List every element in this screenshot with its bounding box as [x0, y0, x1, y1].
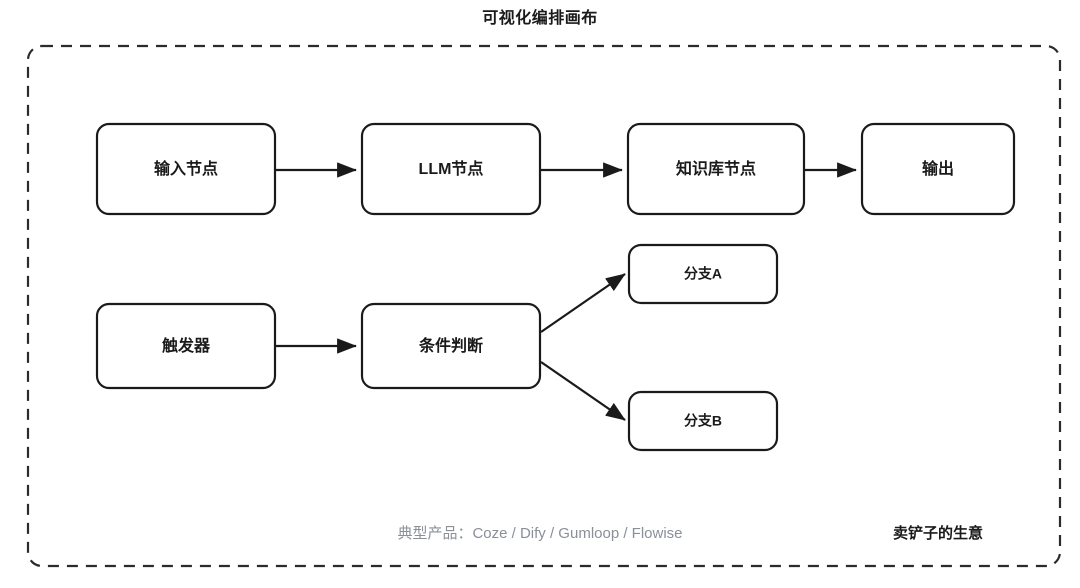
- page-title: 可视化编排画布: [482, 10, 598, 27]
- node-branch-b[interactable]: 分支B: [627, 390, 779, 452]
- node-llm[interactable]: LLM节点: [360, 122, 542, 216]
- node-input-box[interactable]: [95, 122, 277, 216]
- node-input-label: 输入节点: [154, 159, 218, 178]
- node-llm-label: LLM节点: [419, 159, 484, 178]
- node-trigger-box[interactable]: [95, 302, 277, 390]
- node-branch-a-label: 分支A: [684, 266, 722, 282]
- node-knowledge-base-box[interactable]: [626, 122, 806, 216]
- node-knowledge-base[interactable]: 知识库节点: [626, 122, 806, 216]
- node-condition[interactable]: 条件判断: [360, 302, 542, 390]
- node-branch-b-label: 分支B: [684, 413, 722, 429]
- node-condition-box[interactable]: [360, 302, 542, 390]
- canvas-frame: [26, 44, 1062, 568]
- node-branch-a-box[interactable]: [627, 243, 779, 305]
- node-branch-a[interactable]: 分支A: [627, 243, 779, 305]
- footnote-typical-products: 典型产品：Coze / Dify / Gumloop / Flowise: [397, 525, 682, 542]
- edge-condition-to-branch-a: [540, 273, 626, 333]
- node-output-label: 输出: [922, 159, 954, 178]
- node-llm-box[interactable]: [360, 122, 542, 216]
- node-condition-label: 条件判断: [418, 336, 483, 355]
- edge-condition-to-branch-b: [540, 361, 626, 421]
- node-output[interactable]: 输出: [860, 122, 1016, 216]
- node-knowledge-base-label: 知识库节点: [676, 159, 756, 178]
- node-output-box[interactable]: [860, 122, 1016, 216]
- node-trigger[interactable]: 触发器: [95, 302, 277, 390]
- node-input[interactable]: 输入节点: [95, 122, 277, 216]
- node-trigger-label: 触发器: [161, 336, 211, 355]
- node-branch-b-box[interactable]: [627, 390, 779, 452]
- footnote-shovel-business: 卖铲子的生意: [893, 524, 983, 542]
